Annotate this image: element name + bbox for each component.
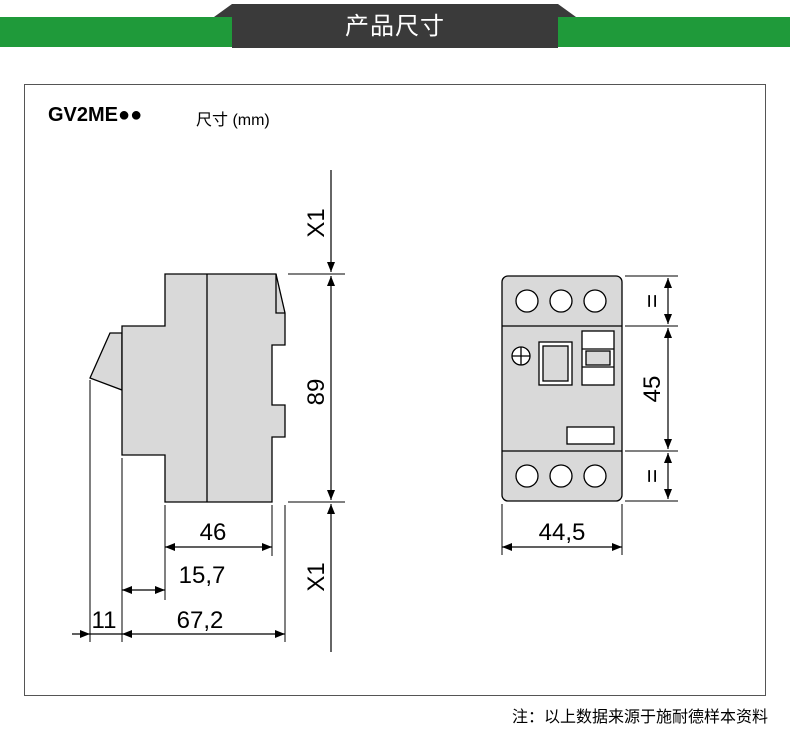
terminal-top-1 [515,289,539,313]
dim-11-label: 11 [92,607,117,634]
units-label: 尺寸 (mm) [196,112,270,129]
terminal-top-3 [583,289,607,313]
terminal-bottom-3 [583,464,607,488]
label-slot [566,426,615,445]
side-view [89,273,286,503]
model-code: GV2ME●● [48,104,143,126]
dim-46-label: 46 [200,519,227,546]
terminal-bottom-1 [515,464,539,488]
terminal-top-2 [549,289,573,313]
header-tab-notch-right [558,4,576,17]
dim-x1-top-label: X1 [303,208,330,237]
dim-89-label: 89 [303,379,330,406]
terminal-bottom-2 [549,464,573,488]
page-title: 产品尺寸 [232,4,558,48]
side-handle [89,332,123,391]
dim-67-2-label: 67,2 [177,607,224,634]
side-body [121,273,286,503]
dim-44-5-label: 44,5 [539,519,586,546]
diagram-frame [24,84,766,696]
front-view [501,275,623,502]
dim-x1-bottom-label: X1 [303,562,330,591]
dim-equal-bottom-label: = [639,469,666,483]
dim-15-7-label: 15,7 [179,562,226,589]
header-tab-notch-left [214,4,232,17]
dim-equal-top-label: = [639,294,666,308]
source-note: 注：以上数据来源于施耐德样本资料 [511,707,768,726]
dim-45-label: 45 [639,376,666,403]
